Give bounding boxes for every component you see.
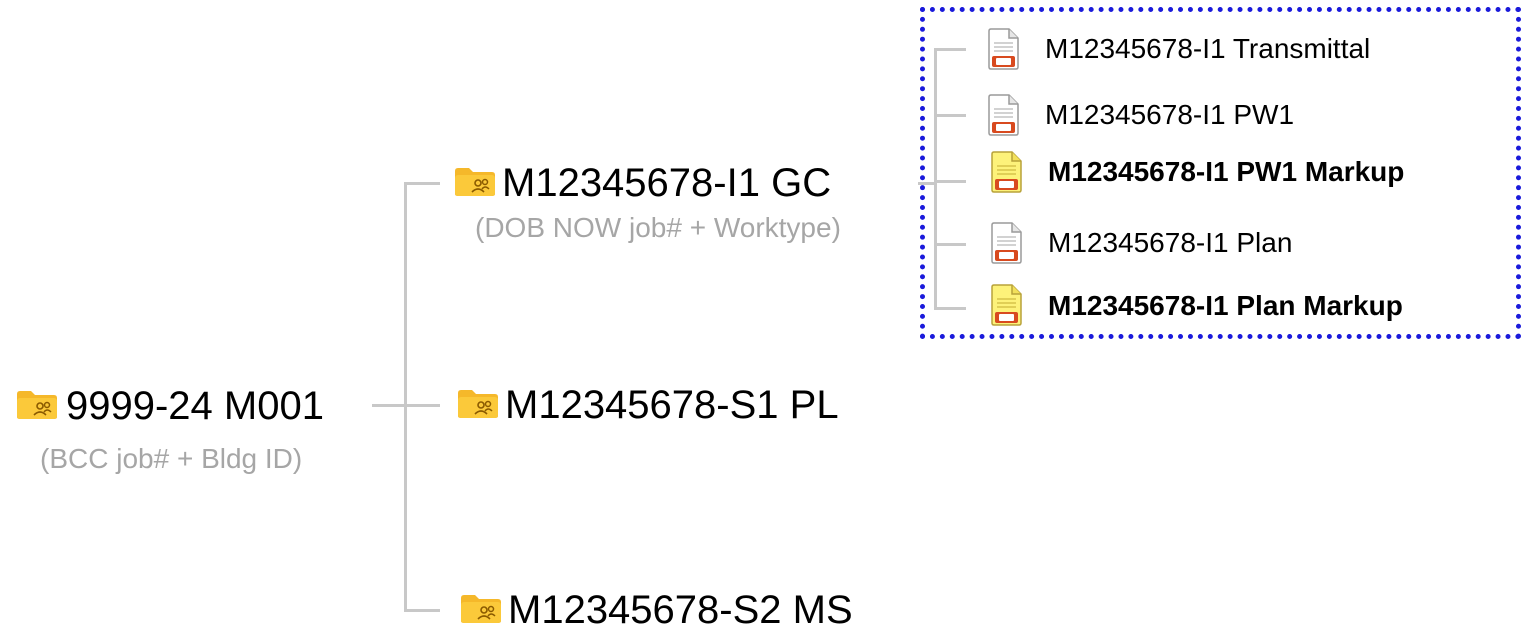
connector-to-file-pw1-markup [934,180,966,183]
file-label: M12345678-I1 PW1 Markup [1048,156,1405,187]
connector-to-file-plan-markup [934,307,966,310]
folder-gc-label: M12345678-I1 GC [502,161,832,205]
files-highlight-box [920,7,1521,339]
file-label: M12345678-I1 Plan Markup [1048,290,1403,321]
folder-ms-label: M12345678-S2 MS [508,588,853,632]
folder-gc-subtitle: (DOB NOW job# + Worktype) [475,212,841,243]
connector-to-file-pw1 [934,114,966,117]
connector-to-folder-ms [404,609,440,612]
root-folder-subtitle: (BCC job# + Bldg ID) [40,443,303,474]
shared-folder-icon [16,390,58,425]
shared-folder-icon [460,594,502,629]
connector-to-file-transmittal [934,48,966,51]
connector-to-file-plan [934,243,966,246]
file-label: M12345678-I1 Plan [1048,227,1293,258]
pdf-document-icon [987,28,1021,75]
pdf-markup-document-icon [990,284,1024,331]
shared-folder-icon [457,389,499,424]
folder-pl-label: M12345678-S1 PL [505,383,839,427]
connector-files-vertical [934,48,937,310]
connector-root-to-trunk [372,404,406,407]
connector-to-folder-gc [404,182,440,185]
connector-gc-to-files [918,182,936,185]
pdf-document-icon [987,94,1021,141]
connector-to-folder-pl [404,404,440,407]
pdf-markup-document-icon [990,151,1024,198]
shared-folder-icon [454,167,496,202]
root-folder-label: 9999-24 M001 [66,384,324,428]
pdf-document-icon [990,222,1024,269]
connector-trunk-vertical [404,183,407,611]
file-label: M12345678-I1 PW1 [1045,99,1295,130]
file-label: M12345678-I1 Transmittal [1045,33,1371,64]
